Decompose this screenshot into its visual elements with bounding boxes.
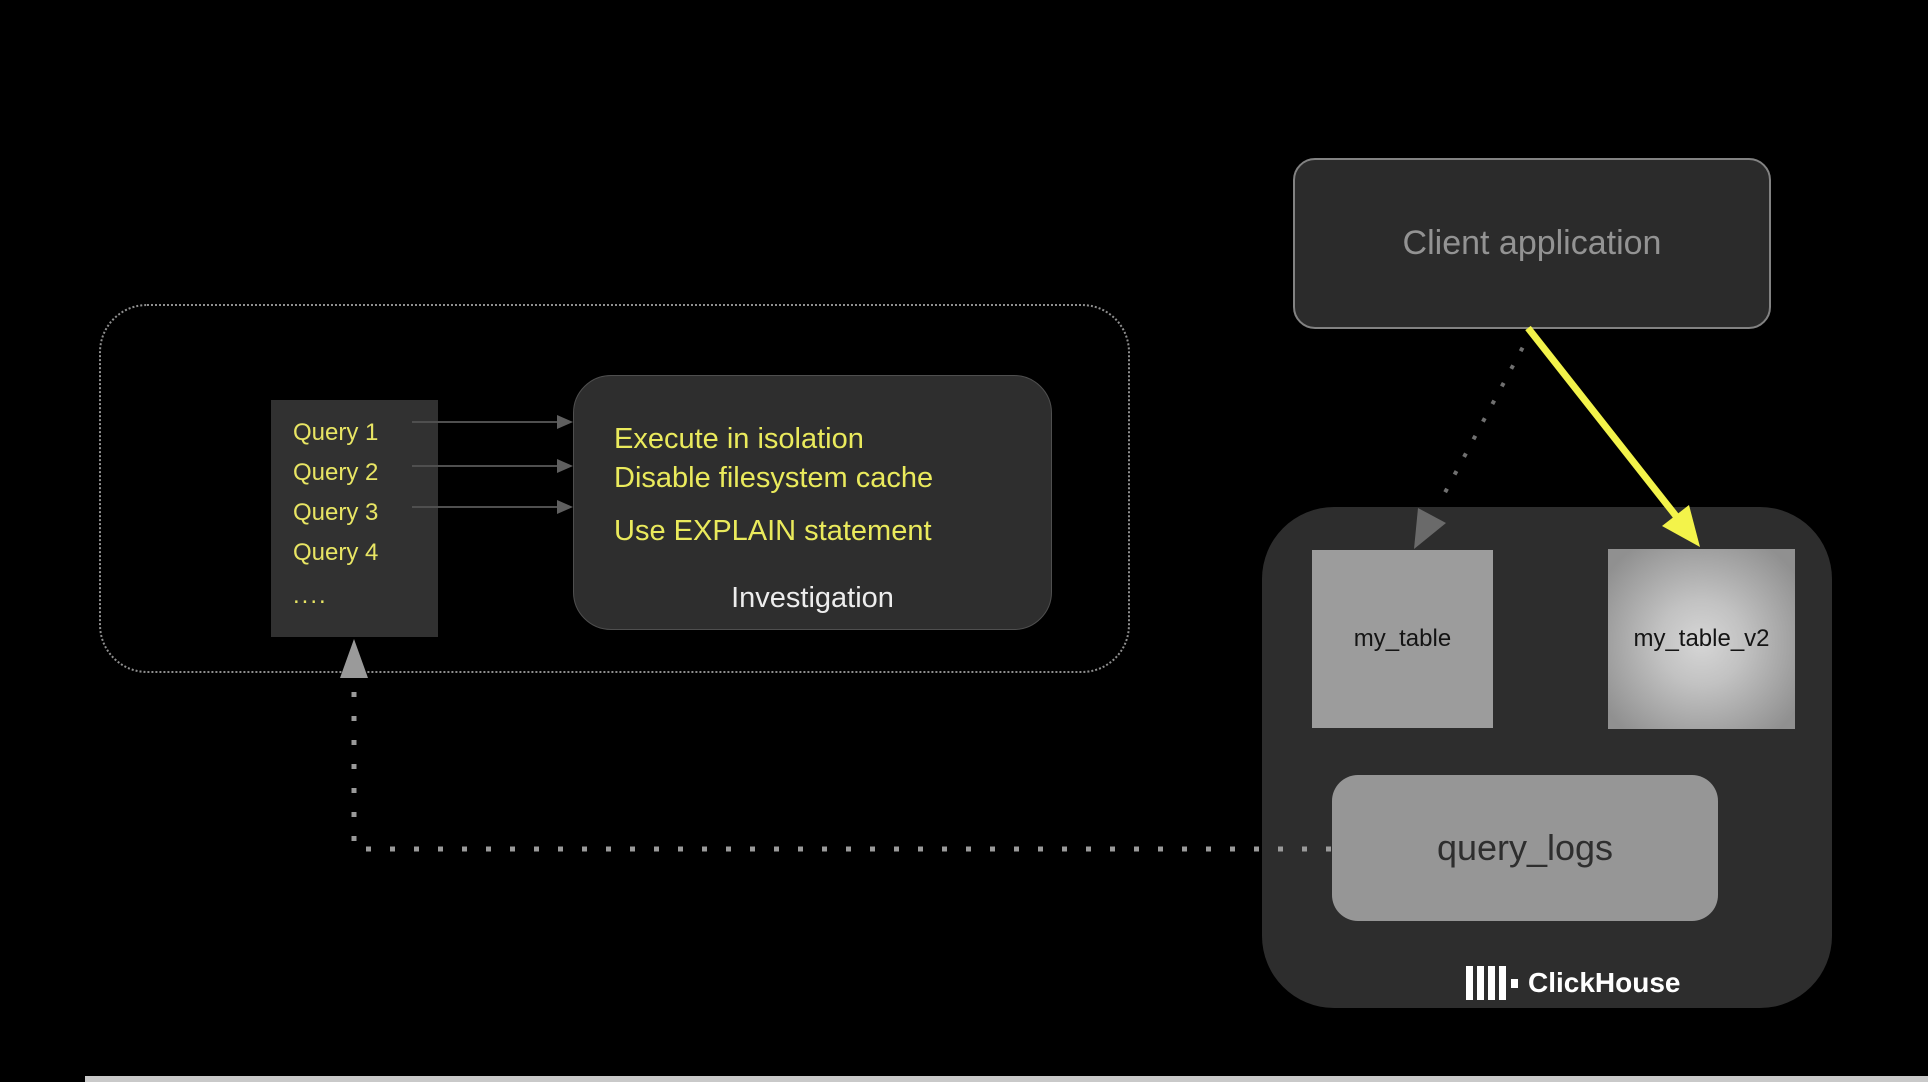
- clickhouse-logo-bar-icon: [1488, 966, 1495, 1000]
- clickhouse-logo-bar-icon: [1477, 966, 1484, 1000]
- my-table-box: my_table: [1312, 550, 1493, 728]
- query-list-item: Query 4: [293, 539, 379, 566]
- clickhouse-brand-label: ClickHouse: [1528, 967, 1681, 998]
- clickhouse-logo-dot-icon: [1511, 978, 1518, 988]
- clickhouse-logo-bar-icon: [1466, 966, 1473, 1000]
- client-application-label: Client application: [1402, 224, 1662, 262]
- investigation-box: Execute in isolation Disable filesystem …: [573, 375, 1052, 630]
- clickhouse-logo-bar-icon: [1499, 966, 1506, 1000]
- my-table-label: my_table: [1353, 625, 1452, 652]
- my-table-v2-label: my_table_v2: [1633, 625, 1770, 652]
- clickhouse-logo: ClickHouse: [1466, 966, 1681, 1000]
- bottom-edge-strip: [85, 1076, 1928, 1082]
- query-list-item: Query 3: [293, 499, 379, 526]
- investigation-tip: Execute in isolation: [614, 423, 864, 455]
- client-to-my-table-v2-arrow-line: [1525, 325, 1679, 519]
- investigation-tip: Use EXPLAIN statement: [614, 515, 932, 547]
- investigation-label: Investigation: [731, 582, 894, 614]
- query-logs-box: query_logs: [1332, 775, 1718, 921]
- query-list-item: Query 2: [293, 459, 379, 486]
- client-application-box: Client application: [1293, 158, 1771, 329]
- investigation-tip: Disable filesystem cache: [614, 462, 934, 494]
- query-logs-label: query_logs: [1436, 827, 1614, 868]
- query-list-box: Query 1 Query 2 Query 3 Query 4 ....: [271, 400, 438, 637]
- query-list-ellipsis: ....: [293, 582, 328, 609]
- investigation-group-outline: [99, 304, 1130, 673]
- query-list-item: Query 1: [293, 419, 379, 446]
- my-table-v2-box: my_table_v2: [1608, 549, 1795, 729]
- client-to-my-table-dotted-line: [1439, 329, 1534, 501]
